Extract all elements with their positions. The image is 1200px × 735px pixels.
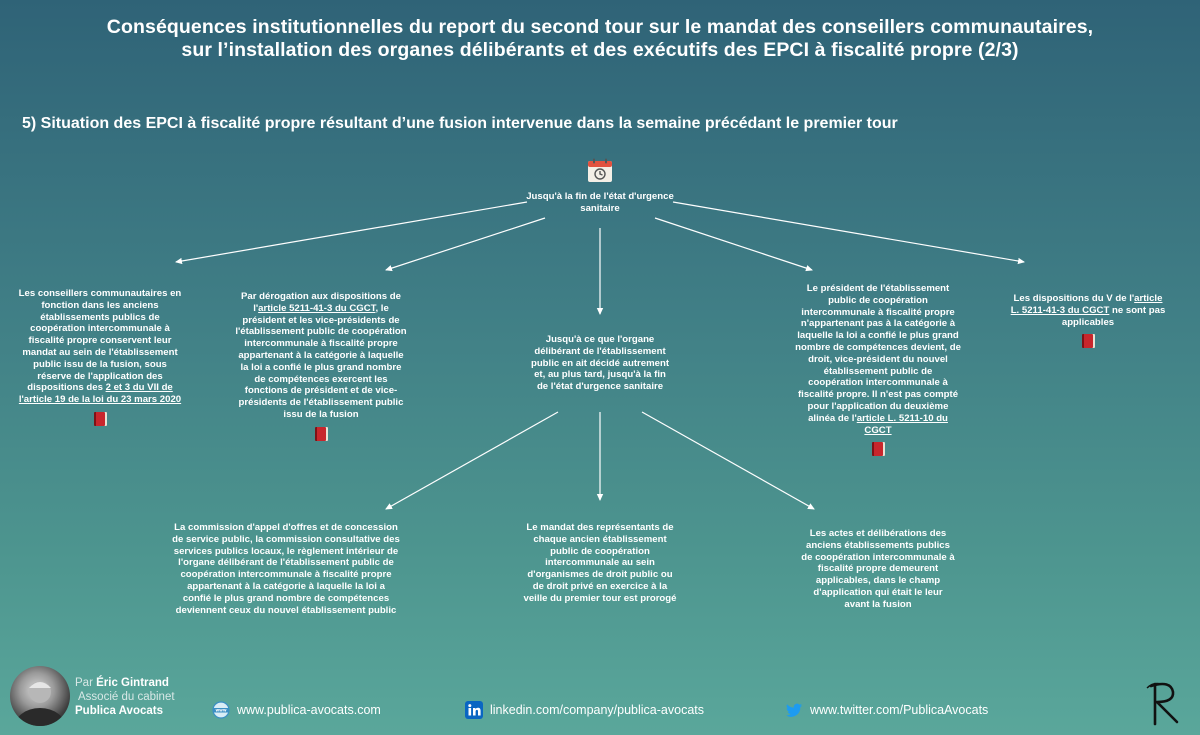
title-line-1: Conséquences institutionnelles du report…: [106, 16, 1094, 38]
node-dispositions-v-text: Les dispositions du V de l': [1013, 293, 1135, 304]
book-icon: [314, 426, 328, 441]
author-avatar: [10, 666, 70, 726]
book-icon: [1081, 334, 1095, 349]
middle-node-text: Jusqu'à ce que l'organe délibérant de l'…: [530, 334, 670, 393]
link-article-L5211-41-3[interactable]: article L. 5211-41-3 du CGCT: [1010, 293, 1163, 316]
node-commission: La commission d'appel d'offres et de con…: [172, 522, 400, 616]
arrow-root-to-n4: [672, 201, 1025, 265]
root-node: Jusqu'à la fin de l'état d'urgence sanit…: [520, 191, 680, 215]
arrow-root-to-n1: [175, 201, 528, 265]
middle-node: Jusqu'à ce que l'organe délibérant de l'…: [528, 334, 672, 393]
node-derogation-text: Par dérogation aux dispositions de l': [241, 291, 401, 314]
node-commission-text: La commission d'appel d'offres et de con…: [172, 522, 400, 616]
book-icon: [871, 442, 885, 457]
page-title: Conséquences institutionnelles du report…: [0, 16, 1200, 62]
link-loi-23-mars-2020[interactable]: 2 et 3 du VII de l'article 19 de la loi …: [18, 382, 182, 406]
section-heading: 5) Situation des EPCI à fiscalité propre…: [22, 115, 898, 132]
author-par: Par: [75, 677, 93, 689]
node-dispositions-v: Les dispositions du V de l'article L. 52…: [1010, 293, 1166, 349]
arrow-middle-to-c1: [385, 411, 559, 510]
author-firm: Publica Avocats: [75, 705, 163, 717]
node-president-text: Le président de l'établissement public d…: [795, 283, 961, 424]
svg-text:www: www: [215, 708, 226, 713]
author-name: Éric Gintrand: [96, 677, 169, 689]
arrow-root-to-n2: [385, 217, 546, 272]
link-article-L5211-10[interactable]: article L. 5211-10 du CGCT: [856, 412, 948, 436]
footer-twitter-text: www.twitter.com/PublicaAvocats: [810, 703, 989, 717]
node-conseillers-text: Les conseillers communautaires en foncti…: [18, 288, 182, 394]
root-node-text: Jusqu'à la fin de l'état d'urgence sanit…: [526, 191, 674, 214]
node-mandat-representants: Le mandat des représentants de chaque an…: [522, 522, 678, 605]
twitter-bird-icon: [785, 701, 803, 719]
author-block: Par Éric Gintrand Associé du cabinet Pub…: [75, 676, 175, 718]
calendar-clock-icon: [587, 158, 613, 183]
node-actes-deliberations: Les actes et délibérations des anciens é…: [800, 528, 956, 611]
publica-logo: [1143, 678, 1185, 726]
node-president: Le président de l'établissement public d…: [795, 283, 961, 457]
title-line-2: sur l’installation des organes délibéran…: [181, 39, 1019, 61]
footer-linkedin-text: linkedin.com/company/publica-avocats: [490, 703, 704, 717]
linkedin-icon: [465, 701, 483, 719]
node-conseillers: Les conseillers communautaires en foncti…: [18, 288, 182, 426]
node-actes-deliberations-text: Les actes et délibérations des anciens é…: [801, 528, 955, 610]
footer: Par Éric Gintrand Associé du cabinet Pub…: [0, 650, 1200, 735]
footer-website-text: www.publica-avocats.com: [237, 703, 381, 717]
footer-linkedin-link[interactable]: linkedin.com/company/publica-avocats: [465, 701, 704, 719]
author-role: Associé du cabinet: [78, 691, 175, 703]
node-derogation: Par dérogation aux dispositions de l'art…: [235, 291, 407, 441]
footer-twitter-link[interactable]: www.twitter.com/PublicaAvocats: [785, 701, 988, 719]
node-mandat-representants-text: Le mandat des représentants de chaque an…: [523, 522, 677, 604]
link-article-5211-41-3[interactable]: article 5211-41-3 du CGCT: [258, 302, 376, 314]
arrow-root-to-n3: [654, 217, 813, 272]
book-icon: [93, 411, 107, 426]
globe-icon: www: [212, 701, 230, 719]
arrow-middle-to-c3: [641, 411, 815, 510]
footer-website-link[interactable]: www www.publica-avocats.com: [212, 701, 381, 719]
